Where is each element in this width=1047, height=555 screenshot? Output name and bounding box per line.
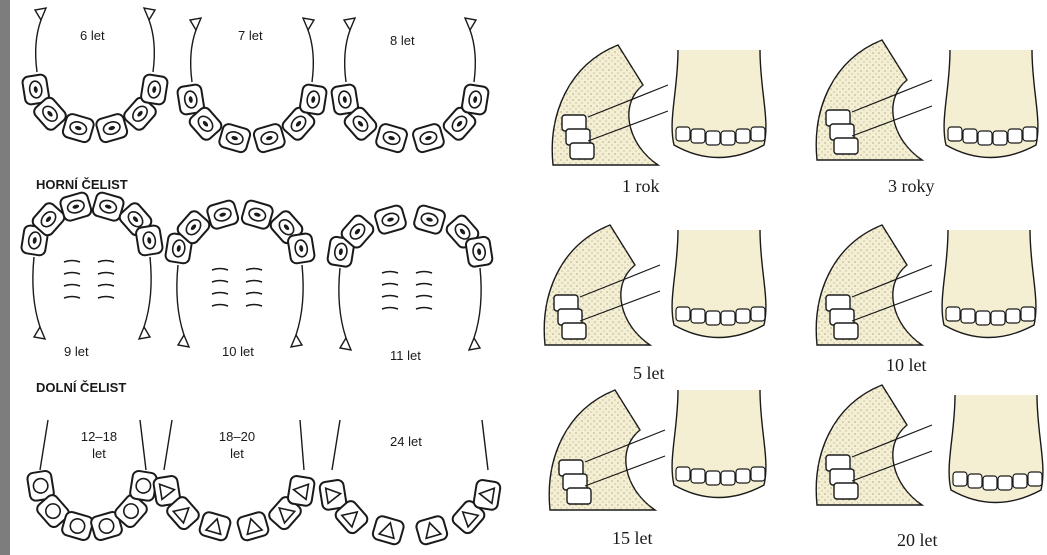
incisor	[736, 309, 750, 323]
incisor	[562, 323, 586, 339]
age-label-11-let: 11 let	[390, 348, 421, 363]
front-view-1-rok	[672, 50, 766, 158]
incisor	[978, 131, 992, 145]
age-label-20-let: 20 let	[897, 530, 938, 551]
incisor	[976, 311, 990, 325]
side-view-20-let	[816, 385, 932, 505]
incisor	[1013, 474, 1027, 488]
incisor	[676, 307, 690, 321]
tooth	[140, 74, 168, 105]
tooth	[299, 84, 327, 115]
incisor	[691, 309, 705, 323]
age-label-10-let: 10 let	[222, 344, 254, 359]
age-label-3-roky: 3 roky	[888, 176, 935, 197]
incisor	[676, 467, 690, 481]
age-label-15-let: 15 let	[612, 528, 653, 549]
tooth	[135, 225, 163, 256]
incisor	[751, 467, 765, 481]
incisor	[953, 472, 967, 486]
age-label-12-18-let: 12–18 let	[76, 428, 122, 462]
age-label-1-rok: 1 rok	[622, 176, 660, 197]
incisor	[736, 129, 750, 143]
incisor	[946, 307, 960, 321]
incisor	[948, 127, 962, 141]
incisor	[736, 469, 750, 483]
tooth	[287, 233, 315, 264]
incisor	[721, 131, 735, 145]
front-view-15-let	[672, 390, 766, 498]
incisor	[706, 131, 720, 145]
age-label-7-let: 7 let	[238, 28, 263, 43]
tooth	[287, 475, 315, 506]
age-label-18-20-let: 18–20 let	[214, 428, 260, 462]
incisor	[751, 127, 765, 141]
front-view-20-let	[949, 395, 1043, 503]
incisor	[993, 131, 1007, 145]
incisor	[961, 309, 975, 323]
side-view-1-rok	[552, 45, 668, 165]
incisor	[963, 129, 977, 143]
incisor	[1028, 472, 1042, 486]
left-edge-strip	[0, 0, 10, 555]
incisor	[676, 127, 690, 141]
incisor	[691, 129, 705, 143]
tooth	[465, 236, 493, 267]
front-view-3-roky	[944, 50, 1038, 158]
side-view-5-let	[544, 225, 660, 345]
incisor	[991, 311, 1005, 325]
incisor	[567, 488, 591, 504]
incisor	[721, 311, 735, 325]
incisor	[1006, 309, 1020, 323]
incisor	[691, 469, 705, 483]
front-view-5-let	[672, 230, 766, 338]
incisor	[706, 471, 720, 485]
incisor	[834, 323, 858, 339]
incisor	[983, 476, 997, 490]
upper-jaw-heading: HORNÍ ČELIST	[36, 177, 128, 192]
incisor	[968, 474, 982, 488]
tooth	[473, 479, 501, 510]
age-label-5-let: 5 let	[633, 363, 665, 384]
lower-jaw-heading: DOLNÍ ČELIST	[36, 380, 126, 395]
side-view-15-let	[549, 390, 665, 510]
age-label-10-let-right: 10 let	[886, 355, 927, 376]
incisor	[706, 311, 720, 325]
tooth	[461, 84, 489, 115]
side-view-10-let	[816, 225, 932, 345]
incisor	[834, 138, 858, 154]
front-view-10-let	[942, 230, 1036, 338]
incisor	[751, 307, 765, 321]
incisor	[1023, 127, 1037, 141]
age-label-9-let: 9 let	[64, 344, 89, 359]
age-label-24-let: 24 let	[390, 434, 422, 449]
incisor	[721, 471, 735, 485]
incisor	[1021, 307, 1035, 321]
right-panel-drawings	[544, 40, 1043, 510]
incisor	[570, 143, 594, 159]
side-view-3-roky	[816, 40, 932, 160]
incisor	[998, 476, 1012, 490]
age-label-6-let: 6 let	[80, 28, 105, 43]
incisor	[834, 483, 858, 499]
age-label-8-let: 8 let	[390, 33, 415, 48]
incisor	[1008, 129, 1022, 143]
